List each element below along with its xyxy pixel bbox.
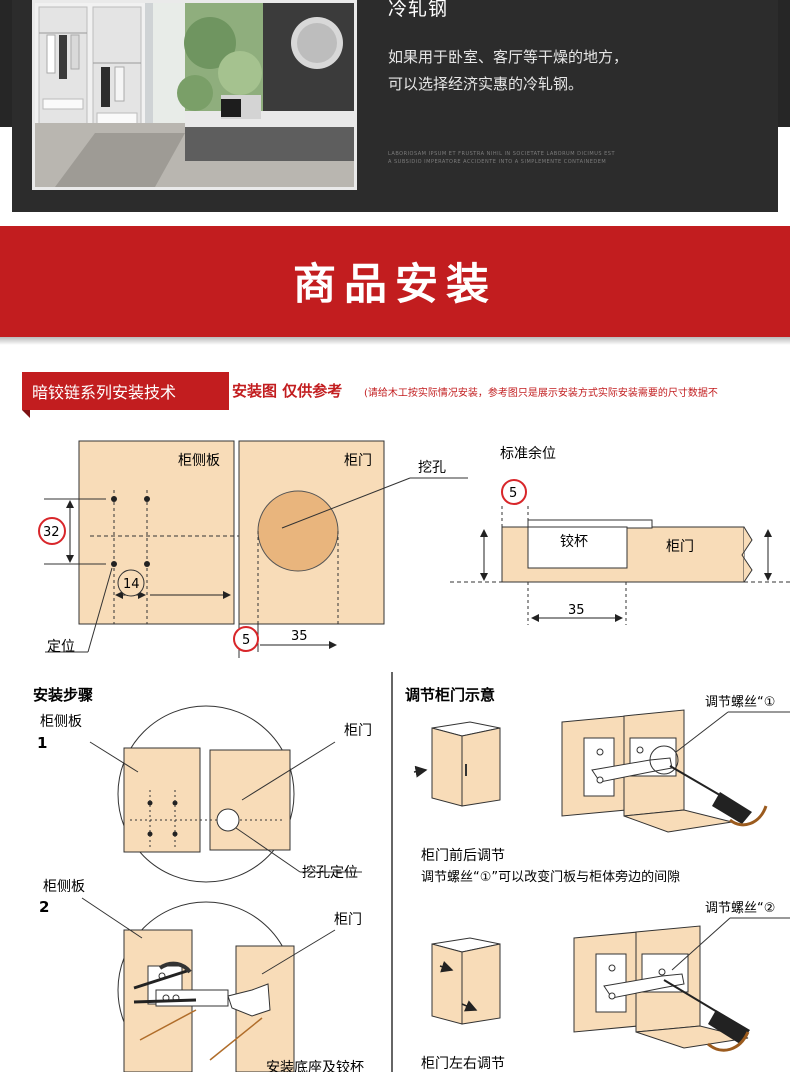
- dim-5b-label: 5: [509, 486, 517, 501]
- section-header-band: [0, 226, 790, 337]
- step1-bore-label: 挖孔定位: [302, 865, 358, 881]
- step1-zoom: [89, 705, 362, 883]
- side-panel-drawing: [44, 440, 384, 653]
- label-door-side: 柜门: [666, 539, 694, 555]
- door-panel-drawing: [238, 440, 468, 658]
- adjust-front-back-hinge: [561, 709, 790, 833]
- step1-number: 1: [37, 734, 47, 752]
- adjust-lr-title: 柜门左右调节: [421, 1056, 505, 1072]
- step2-panel-label: 柜侧板: [43, 879, 85, 895]
- description-line-1: 如果用于卧室、客厅等干燥的地方，: [388, 48, 629, 66]
- adjust-screw-2-label: 调节螺丝“②: [705, 901, 775, 916]
- adjust-fb-desc: 调节螺丝“①”可以改变门板与柜体旁边的间隙: [421, 869, 680, 885]
- step2-base-label: 安装底座及铰杯: [266, 1060, 364, 1072]
- material-description: 如果用于卧室、客厅等干燥的地方， 可以选择经济实惠的冷轧钢。: [388, 44, 628, 98]
- step2-door-label: 柜门: [334, 912, 362, 928]
- label-hinge-cup: 铰杯: [560, 534, 588, 550]
- label-side-panel: 柜侧板: [178, 453, 220, 469]
- description-line-2: 可以选择经济实惠的冷轧钢。: [388, 75, 584, 93]
- adjust-screw-1-label: 调节螺丝“①: [705, 695, 775, 710]
- installation-tag: 暗铰链系列安装技术: [22, 372, 229, 410]
- step1-door-label: 柜门: [344, 723, 372, 739]
- label-positioning: 定位: [47, 639, 75, 655]
- decorative-fine-print: LABORIOSAM IPSUM ET FRUSTRA NIHIL IN SOC…: [388, 151, 616, 165]
- dim-5b-marker: [501, 479, 527, 505]
- material-title: 冷轧钢: [388, 0, 449, 20]
- cross-section-drawing: [450, 506, 790, 625]
- dim-32-marker: [38, 517, 66, 545]
- step1-panel-label: 柜侧板: [40, 714, 82, 730]
- bedroom-scene-illustration: [35, 3, 354, 187]
- dim-35-label: 35: [291, 629, 308, 644]
- adjust-front-back-box: [413, 721, 501, 807]
- bedroom-wardrobe-photo: [32, 0, 357, 190]
- steps-heading: 安装步骤: [33, 686, 93, 704]
- dim-32-label: 32: [43, 525, 60, 540]
- step2-zoom: [81, 897, 336, 1072]
- label-door: 柜门: [344, 453, 372, 469]
- dim-14-marker: [117, 569, 145, 597]
- adjust-left-right-hinge: [573, 917, 790, 1052]
- adjust-left-right-box: [431, 937, 501, 1025]
- header-shadow: [0, 337, 790, 345]
- section-title: 商品安装: [293, 260, 497, 310]
- dim-5-label: 5: [242, 633, 250, 648]
- step2-number: 2: [39, 898, 49, 916]
- label-standard-margin: 标准余位: [500, 445, 556, 462]
- dim-5-marker: [233, 626, 259, 652]
- dim-14-label: 14: [123, 577, 140, 592]
- adjust-heading: 调节柜门示意: [405, 686, 495, 704]
- reference-note: (请给木工按实际情况安装，参考图只是展示安装方式实际安装需要的尺寸数据不: [364, 388, 718, 399]
- label-bore-hole: 挖孔: [418, 460, 446, 476]
- dim-35b-label: 35: [568, 603, 585, 618]
- adjust-fb-title: 柜门前后调节: [421, 847, 505, 864]
- reference-label: 安装图 仅供参考: [232, 382, 343, 400]
- tag-fold: [22, 410, 30, 418]
